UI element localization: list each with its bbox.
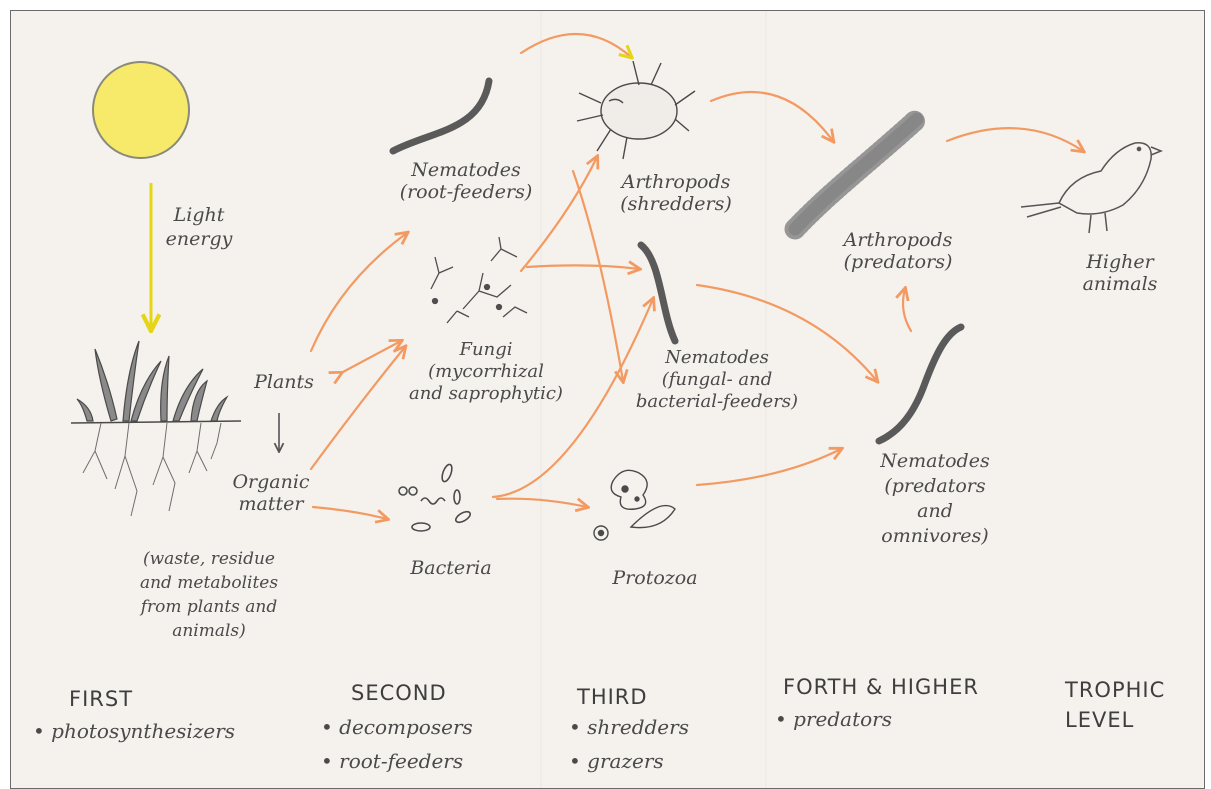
bacteria-label: Bacteria	[410, 557, 492, 579]
food-link-arrow	[695, 283, 877, 381]
nematodes-root-feeders-label: Nematodes (root-feeders)	[399, 159, 533, 203]
sun-icon	[92, 61, 190, 159]
food-link-arrow	[309, 233, 407, 353]
mite-icon	[576, 60, 696, 160]
food-link-arrow	[945, 127, 1083, 151]
food-link-arrow	[519, 157, 597, 273]
higher-animals-label: Higher animals	[1082, 251, 1158, 295]
second-level-title: SECOND	[351, 681, 447, 705]
fourth-level-item: • predators	[775, 707, 892, 731]
grass-plants-icon	[70, 340, 242, 517]
food-link-arrow	[309, 347, 405, 471]
bird-icon	[1020, 142, 1164, 234]
food-link-arrow	[495, 497, 587, 507]
light-energy-label: Light energy	[165, 204, 233, 250]
third-level-title: THIRD	[577, 685, 648, 709]
food-link-arrow	[341, 341, 401, 373]
food-link-arrow	[525, 265, 639, 269]
first-level-title: FIRST	[69, 687, 134, 711]
food-link-arrow	[695, 449, 841, 487]
arthropods-shredders-label: Arthropods (shredders)	[620, 171, 732, 215]
fourth-level-title: FORTH & HIGHER	[783, 675, 979, 699]
nematode-icon	[389, 77, 493, 155]
arthropods-predators-label: Arthropods (predators)	[843, 229, 953, 273]
third-level-item: • grazers	[569, 749, 664, 773]
food-link-arrow	[903, 289, 913, 333]
trophic-level-title: TROPHIC LEVEL	[1065, 678, 1166, 732]
plants-label: Plants	[254, 371, 314, 393]
nematode-icon	[637, 241, 679, 345]
second-level-item: • root-feeders	[321, 749, 464, 773]
protozoa-icon	[593, 469, 676, 541]
food-link-arrow	[571, 169, 623, 381]
nematodes-fungal-bacterial-label: Nematodes (fungal- and bacterial-feeders…	[635, 347, 799, 412]
fungi-label: Fungi (mycorrhizal and saprophytic)	[409, 339, 563, 404]
second-level-item: • decomposers	[321, 715, 473, 739]
millipede-icon	[784, 108, 928, 240]
first-level-item: • photosynthesizers	[33, 719, 236, 743]
nematodes-predators-label: Nematodes (predators and omnivores)	[880, 450, 990, 547]
protozoa-label: Protozoa	[612, 567, 698, 589]
organic-matter-note: (waste, residue and metabolites from pla…	[139, 549, 279, 641]
third-level-item: • shredders	[569, 715, 689, 739]
food-web-drawing	[70, 11, 1164, 788]
nematode-icon	[875, 323, 965, 445]
food-link-arrow	[311, 505, 387, 519]
organic-matter-label: Organic matter	[232, 471, 310, 515]
bacteria-icon	[398, 463, 472, 532]
food-link-arrow	[491, 299, 653, 499]
fungal-hyphae-icon	[430, 236, 528, 324]
food-web-sheet: Light energy Plants Organic matter (wast…	[10, 10, 1205, 789]
food-link-arrow	[709, 90, 833, 141]
food-link-arrow	[519, 32, 631, 57]
